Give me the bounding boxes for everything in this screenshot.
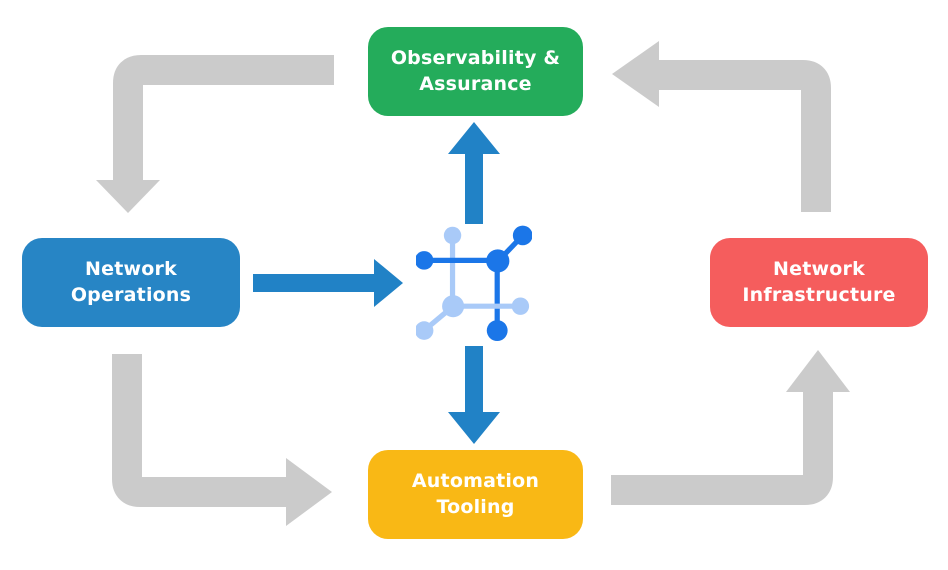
node-label-line: Observability & <box>390 46 561 69</box>
arrow-head <box>286 458 332 526</box>
arrow-operations-to-automation <box>112 354 332 526</box>
node-network-infrastructure: Network Infrastructure <box>710 238 928 327</box>
icon-node-dot <box>443 226 462 245</box>
node-automation-tooling: Automation Tooling <box>368 450 583 539</box>
arrow-shaft <box>658 60 831 212</box>
arrow-operations-to-center <box>253 259 403 307</box>
icon-node-dot <box>416 251 434 270</box>
node-label-line: Network <box>773 257 865 280</box>
arrow-infrastructure-to-observability <box>612 41 831 212</box>
node-label-line: Assurance <box>419 72 532 95</box>
node-network-operations: Network Operations <box>22 238 240 327</box>
arrow-head <box>96 180 160 213</box>
icon-junction-dot <box>442 295 465 318</box>
node-label-line: Automation <box>411 469 540 492</box>
arrow-automation-to-infrastructure <box>611 350 850 505</box>
network-mesh-icon <box>416 225 532 341</box>
icon-node-dot <box>511 297 530 315</box>
arrow-center-to-observability <box>448 122 500 224</box>
arrow-head <box>448 122 500 154</box>
arrow-head <box>374 259 403 307</box>
node-label-line: Operations <box>70 283 192 306</box>
icon-junction-dot <box>486 249 510 273</box>
arrow-observability-to-operations <box>96 55 334 213</box>
icon-node-dot <box>512 225 532 246</box>
arrow-center-to-automation <box>448 346 500 444</box>
node-label-line: Network <box>85 257 177 280</box>
arrow-head <box>786 350 850 392</box>
arrow-shaft <box>113 55 334 181</box>
arrow-head <box>612 41 659 107</box>
icon-node-dot <box>486 320 508 341</box>
arrow-shaft <box>611 391 833 505</box>
node-label-line: Tooling <box>436 495 515 518</box>
node-label-line: Infrastructure <box>742 283 896 306</box>
node-observability-assurance: Observability & Assurance <box>368 27 583 116</box>
arrow-head <box>448 412 500 444</box>
arrow-shaft <box>112 354 287 507</box>
icon-node-dot <box>416 321 434 340</box>
